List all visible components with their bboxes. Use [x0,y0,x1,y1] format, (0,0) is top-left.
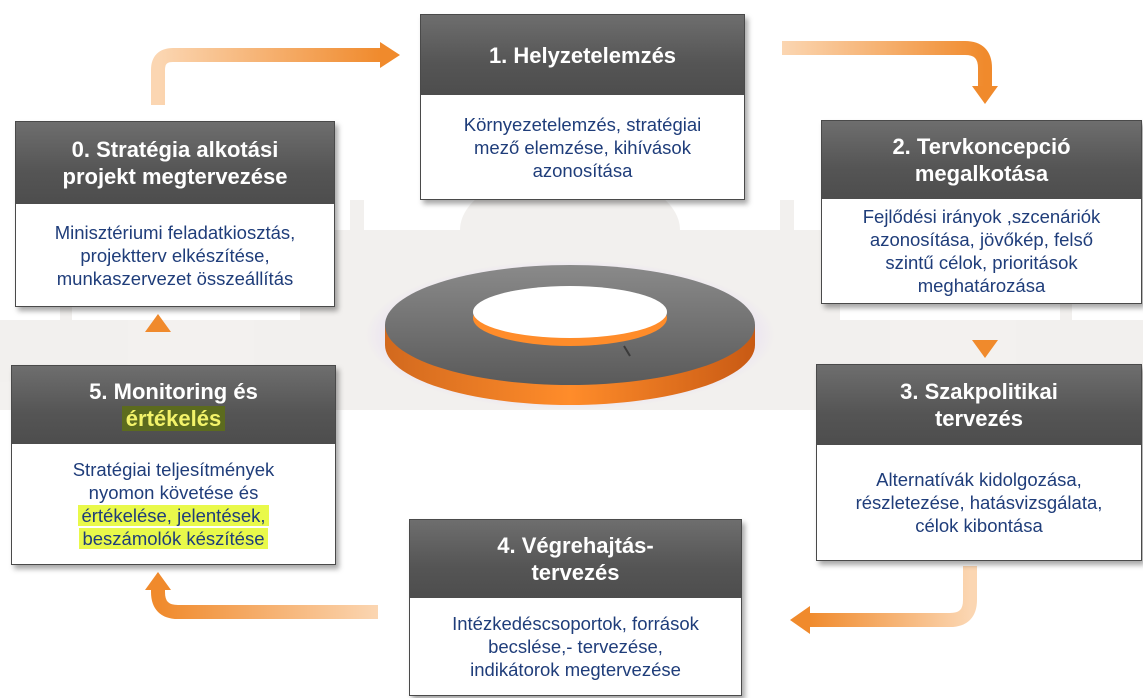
step-5-body-line-wrap: beszámolók készítése [79,527,268,550]
arrow-0-to-1 [151,42,400,105]
step-5-title-line: 5. Monitoring és [89,379,258,404]
step-4-title-line: tervezés [531,560,620,585]
step-1-description: Környezetelemzés, stratégiai mező elemzé… [421,95,744,199]
step-0-body-line: projektterv elkészítése, [80,244,270,266]
step-3-body-line: részletezése, hatásvizsgálata, [855,492,1103,513]
step-5-description: Stratégiai teljesítmények nyomon követés… [12,444,335,564]
step-5-title-highlight: értékelés [121,406,226,431]
step-5-body-line: Stratégiai teljesítmények [72,459,275,480]
step-1-body-line: azonosítása [532,159,633,181]
arrow-1-to-2 [782,41,998,104]
step-3-box: 3. Szakpolitikai tervezés Alternatívák k… [816,364,1142,561]
step-0-title-line: projekt megtervezése [62,164,288,189]
step-2-body-line: meghatározása [917,275,1046,296]
step-1-title-line: 1. Helyzetelemzés [488,42,677,68]
step-3-title-line: tervezés [934,406,1024,431]
step-2-title-line: 2. Tervkoncepció [892,134,1071,159]
step-2-body-line: szintű célok, prioritások [885,252,1078,273]
step-4-body-line: indikátorok megtervezése [470,659,681,680]
step-4-title-line: 4. Végrehajtás- [497,533,654,558]
step-0-description: Minisztériumi feladatkiosztás, projektte… [16,204,334,306]
step-4-title: 4. Végrehajtás- tervezés [410,520,741,598]
step-1-body-line: Környezetelemzés, stratégiai [463,113,702,135]
step-2-description: Fejlődési irányok ,szcenáriók azonosítás… [822,199,1141,303]
step-5-title-line-wrap: értékelés [121,405,226,432]
step-4-body-line: becslése,- tervezése, [488,636,663,657]
step-2-body-line: azonosítása, jövőkép, felső [869,229,1094,250]
step-0-body-line: munkaszervezet összeállítás [56,267,294,289]
step-3-title-line: 3. Szakpolitikai [900,379,1058,404]
step-5-title: 5. Monitoring és értékelés [12,366,335,444]
step-0-box: 0. Stratégia alkotási projekt megtervezé… [15,121,335,307]
step-4-description: Intézkedéscsoportok, források becslése,-… [410,598,741,695]
step-5-body-line: nyomon követése és [88,482,259,503]
arrow-3-to-4 [790,566,977,634]
step-5-body-line-wrap: értékelése, jelentések, [78,504,269,527]
step-2-box: 2. Tervkoncepció megalkotása Fejlődési i… [821,120,1142,304]
arrow-2-to-3 [972,310,998,358]
step-0-title-line: 0. Stratégia alkotási [71,137,279,162]
step-4-body-line: Intézkedéscsoportok, források [452,613,699,634]
step-2-body-line: Fejlődési irányok ,szcenáriók [862,206,1101,227]
step-2-title: 2. Tervkoncepció megalkotása [822,121,1141,199]
step-5-box: 5. Monitoring és értékelés Stratégiai te… [11,365,336,565]
step-0-title: 0. Stratégia alkotási projekt megtervezé… [16,122,334,204]
step-5-body-highlight: értékelése, jelentések, [78,505,269,526]
step-3-body-line: célok kibontása [915,515,1043,536]
central-ring [365,260,775,410]
arrow-5-to-0 [145,314,171,356]
step-2-title-line: megalkotása [914,161,1049,186]
step-3-description: Alternatívák kidolgozása, részletezése, … [817,445,1141,560]
step-1-body-line: mező elemzése, kihívások [474,136,691,158]
step-5-body-highlight: beszámolók készítése [79,528,268,549]
arrow-4-to-5 [145,572,378,619]
step-3-body-line: Alternatívák kidolgozása, [876,469,1082,490]
step-0-body-line: Minisztériumi feladatkiosztás, [54,221,296,243]
step-1-title: 1. Helyzetelemzés [421,15,744,95]
step-4-box: 4. Végrehajtás- tervezés Intézkedéscsopo… [409,519,742,696]
step-1-box: 1. Helyzetelemzés Környezetelemzés, stra… [420,14,745,200]
step-3-title: 3. Szakpolitikai tervezés [817,365,1141,445]
